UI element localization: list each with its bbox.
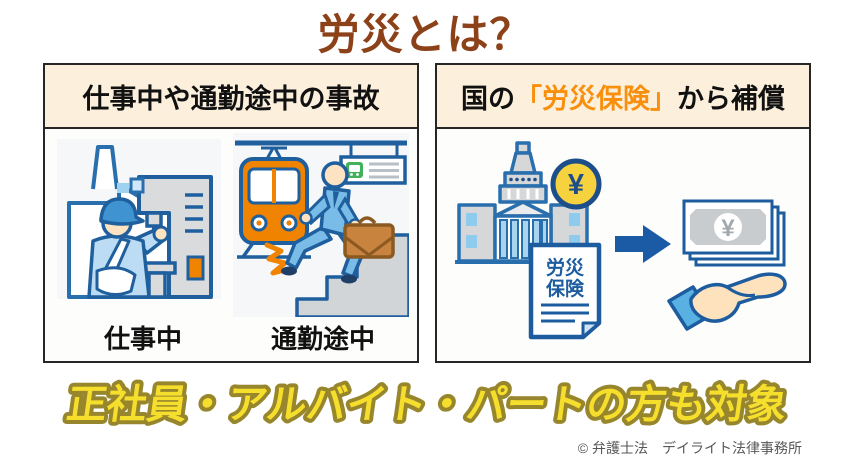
document-text-line2: 保険 [545, 277, 585, 300]
stumbling-businessman-icon [281, 161, 395, 284]
label-at-work: 仕事中 [103, 324, 182, 354]
panel-compensation: 国の「労災保険」から補償 [435, 63, 811, 363]
header-prefix: 国の [461, 83, 515, 114]
injured-worker-icon [87, 197, 170, 299]
commute-illustration [233, 133, 409, 317]
eligibility-banner-text: 正社員・アルバイト・パートの方も対象 [64, 382, 790, 427]
panel-accidents-body: 仕事中 通勤途中 [45, 129, 417, 361]
impact-flash-icon [264, 242, 292, 276]
panel-accidents: 仕事中や通勤途中の事故 [43, 63, 419, 363]
train-icon [237, 146, 311, 259]
banknotes-icon: ¥ [682, 199, 786, 267]
receiving-hand-icon [667, 272, 787, 331]
diet-building-icon [455, 141, 591, 264]
yen-coin-symbol: ¥ [568, 169, 584, 201]
eligibility-banner: 正社員・アルバイト・パートの方も対象 [0, 370, 850, 436]
document-text-line1: 労災 [546, 256, 585, 279]
panel-compensation-body: ¥ 労災 保険 ¥ [437, 129, 809, 361]
factory-worker-illustration [57, 139, 221, 299]
briefcase-icon [343, 223, 395, 259]
panel-compensation-header: 国の「労災保険」から補償 [437, 65, 809, 129]
header-suffix: から補償 [677, 83, 785, 114]
banknote-symbol: ¥ [721, 215, 735, 242]
factory-chimney-icon [91, 145, 119, 190]
yen-coin-icon: ¥ [550, 158, 602, 210]
panel-accidents-header: 仕事中や通勤途中の事故 [45, 65, 417, 129]
insurance-document-icon: 労災 保険 [528, 242, 602, 340]
arrow-right-icon [615, 225, 671, 263]
copyright-text: © 弁護士法 デイライト法律事務所 [577, 440, 802, 456]
header-highlight: 「労災保険」 [515, 83, 677, 114]
label-commuting: 通勤途中 [270, 324, 375, 354]
page-title: 労災とは？ [317, 11, 533, 58]
briefcase-handle-icon [357, 216, 377, 225]
